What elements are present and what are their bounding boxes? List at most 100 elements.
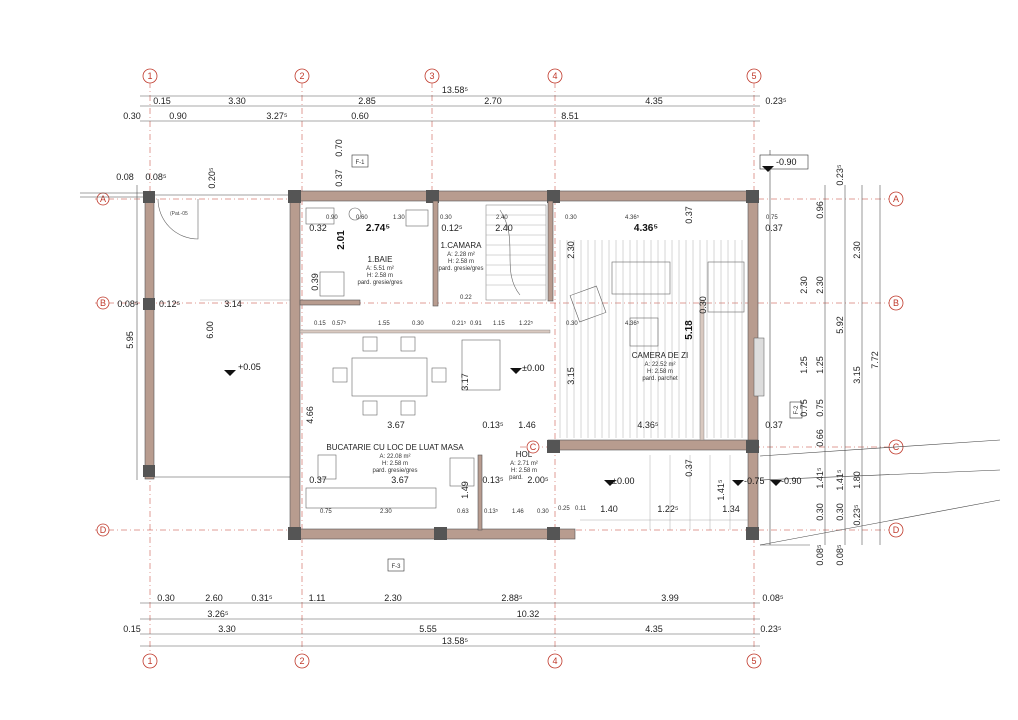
axis-label: 4: [552, 656, 557, 666]
room-floor: pard. gresie/gres: [438, 266, 483, 272]
level-terrace: +0.05: [238, 362, 261, 372]
dim: 3.15: [852, 366, 862, 384]
dim: 0.60: [351, 111, 369, 121]
dim: 1.55: [378, 321, 390, 327]
dim: 3.30: [218, 624, 236, 634]
dim: 0.31⁵: [251, 593, 273, 603]
axis-label: D: [100, 525, 107, 535]
interior-walls: [299, 200, 705, 531]
dim: 2.30: [799, 276, 809, 294]
dim: 0.90: [169, 111, 187, 121]
dim: 0.39: [310, 273, 320, 291]
dim: 3.67: [391, 475, 409, 485]
dim: 0.37: [765, 223, 783, 233]
dim: 3.15: [566, 367, 576, 385]
bottom-dimensions: 0.30 2.60 0.31⁵ 1.11 2.30 2.88⁵ 3.99 0.0…: [123, 593, 784, 647]
room-height: H: 2.58 m: [367, 273, 393, 279]
dim: 2.40: [496, 215, 508, 221]
level-top: -0.90: [776, 157, 797, 167]
dim: 0.30: [815, 503, 825, 521]
axis-label: D: [893, 525, 900, 535]
door-tag: (Pat.-05: [170, 211, 188, 217]
dim: 8.51: [561, 111, 579, 121]
dim: 2.30: [384, 593, 402, 603]
right-dimensions: 0.96 2.30 1.25 0.75 0.66 1.41⁵ 0.30 0.08…: [760, 164, 881, 566]
dim: 2.85: [358, 96, 376, 106]
dim: 0.57⁵: [332, 320, 347, 327]
dim: 5.92: [835, 316, 845, 334]
dim: 3.67: [387, 420, 405, 430]
dim: 4.36⁵: [625, 320, 640, 327]
dim: 0.08⁵: [117, 299, 139, 309]
dim: 4.66: [305, 406, 315, 424]
dim: 1.25: [799, 356, 809, 374]
dim: 1.15: [493, 321, 505, 327]
inner-dimensions: 0.32 2.74⁵ 2.01 0.12⁵ 2.40 4.36⁵ 0.37 0.…: [305, 139, 783, 515]
dim: 1.41⁵: [716, 479, 726, 501]
dim: 4.36⁵: [637, 420, 659, 430]
dim: 0.23⁵: [852, 504, 862, 526]
dim: 0.30: [157, 593, 175, 603]
dim: 0.75: [799, 399, 809, 417]
dim: 2.00⁵: [527, 475, 549, 485]
axis-label: 2: [299, 656, 304, 666]
tag-f3: F-3: [392, 564, 402, 570]
dim: 1.40: [600, 504, 618, 514]
dim: 0.21⁵: [452, 320, 467, 327]
dim: 4.35: [645, 624, 663, 634]
parquet-pattern: [559, 240, 743, 438]
dim: 0.12⁵: [159, 299, 181, 309]
dim: 2.70: [484, 96, 502, 106]
dim: 0.30: [565, 215, 577, 221]
dim: 5.55: [419, 624, 437, 634]
dim: 1.41⁵: [835, 469, 845, 491]
dim: 0.20⁵: [207, 167, 217, 189]
room-name-hol: HOL: [516, 450, 533, 459]
axis-markers-top: 1 2 3 4 5: [142, 68, 762, 84]
room-area: A: 2.28 m²: [447, 252, 475, 258]
dim: 1.22⁵: [657, 504, 679, 514]
dim: 0.60: [356, 215, 368, 221]
dim: 6.00: [205, 321, 215, 339]
dim: 0.70: [334, 139, 344, 157]
room-area: A: 22.52 m²: [644, 362, 675, 368]
dim: 0.22: [460, 295, 472, 301]
stairs: [485, 204, 547, 301]
room-height: H: 2.58 m: [382, 461, 408, 467]
top-dimensions: 13.58⁵ 0.15 3.30 2.85 2.70 4.35 0.23⁵ 0.…: [123, 85, 787, 122]
dim: 4.36⁵: [625, 214, 640, 221]
dim: 0.30: [440, 215, 452, 221]
terrace: (Pat.-05 6.00 0.12⁵ 3.14 +0.05: [80, 191, 290, 480]
dim: 0.30: [537, 509, 549, 515]
dim: 1.80: [852, 471, 862, 489]
tag-f1: F-1: [356, 160, 366, 166]
axis-label: A: [893, 194, 899, 204]
dim: 1.41⁵: [815, 467, 825, 489]
dim: 0.13⁵: [482, 420, 504, 430]
dim: 0.66: [815, 429, 825, 447]
dim: 2.01: [336, 230, 347, 250]
axis-label: 1: [147, 71, 152, 81]
dim: 2.60: [205, 593, 223, 603]
furniture: [305, 150, 1001, 546]
room-name-camara: 1.CAMARA: [441, 241, 483, 250]
dim: 3.17: [460, 373, 470, 391]
axis-label: B: [100, 298, 106, 308]
dim: 0.37: [684, 206, 694, 224]
dim: 0.30: [123, 111, 141, 121]
tag-f2: F-2: [794, 405, 800, 415]
dim: 2.30: [815, 276, 825, 294]
dim-overall-right: 7.72: [870, 351, 880, 369]
dim: 0.30: [566, 321, 578, 327]
left-dimensions: 5.95 0.08 0.08⁵ 0.20⁵ 0.08⁵: [116, 167, 217, 480]
dim: 0.23⁵: [760, 624, 782, 634]
axis-label: 5: [751, 71, 756, 81]
dim: 2.40: [495, 223, 513, 233]
axis-label: B: [893, 298, 899, 308]
dim: 0.37: [309, 475, 327, 485]
room-height: H: 2.58 m: [511, 468, 537, 474]
room-floor: pard. gresie/gres: [372, 468, 417, 474]
dim: 0.37: [765, 420, 783, 430]
axis-label: 3: [429, 71, 434, 81]
